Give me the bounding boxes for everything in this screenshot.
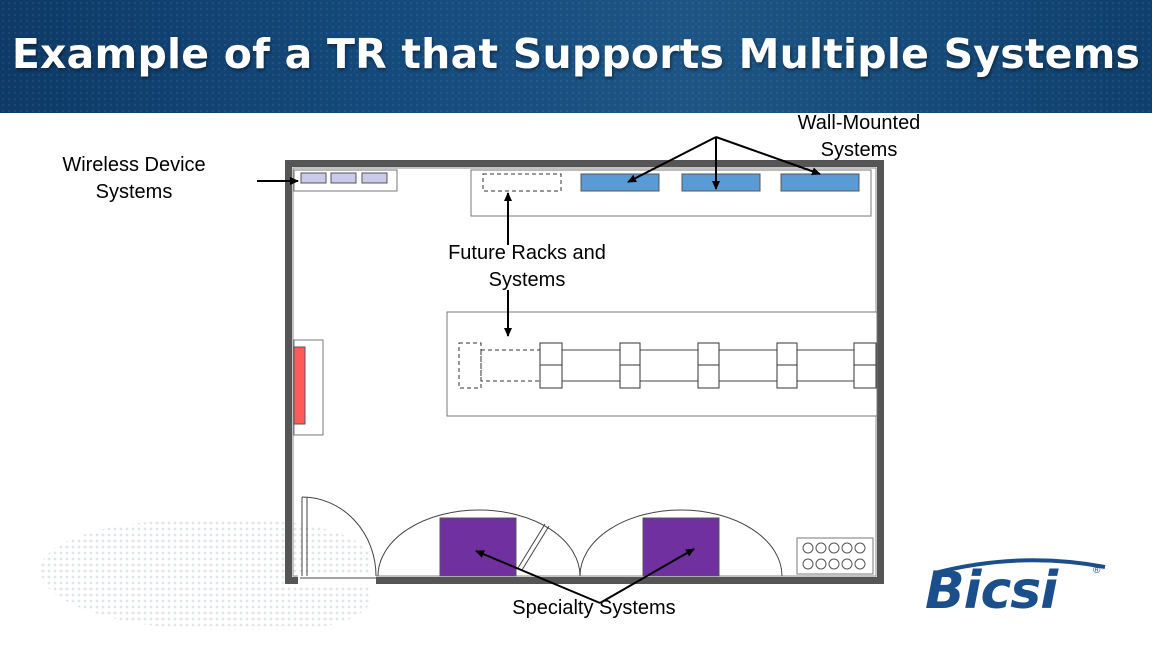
specialty-arrow [475, 550, 601, 604]
wireless-label: Wireless Device Systems [38, 152, 230, 206]
wall-arrow [715, 136, 821, 176]
equipment-rack [619, 342, 641, 389]
wireless-label-line2: Systems [95, 181, 173, 203]
wireless-device [361, 172, 388, 184]
future-racks-label: Future Racks and Systems [417, 240, 637, 294]
wall-mounted-label: Wall-Mounted Systems [769, 110, 949, 164]
wall-label-line1: Wall-Mounted [797, 112, 921, 134]
open-cabinet-door [517, 523, 550, 571]
equipment-rack [539, 342, 563, 389]
world-map-pattern [0, 0, 1152, 113]
logo-swoosh [934, 558, 1106, 575]
slide-title: Example of a TR that Supports Multiple S… [11, 30, 1141, 78]
rack-row-area [446, 311, 878, 417]
logo-registered-mark: ® [1093, 565, 1101, 576]
door-swing [301, 496, 377, 577]
wireless-device [330, 172, 357, 184]
specialty-arrow [599, 548, 695, 604]
future-label-line2: Systems [488, 269, 566, 291]
wall-arrow [627, 136, 717, 183]
equipment-rack [697, 342, 720, 389]
wireless-label-line1: Wireless Device [62, 154, 206, 176]
title-banner [0, 0, 1152, 113]
future-cable-tray [480, 349, 541, 382]
wall-mounted-system [780, 173, 860, 192]
wireless-device [300, 172, 327, 184]
conduit-sleeves [802, 542, 866, 570]
equipment-rack [776, 342, 798, 389]
door-opening [298, 574, 376, 584]
logo-wordmark: Bicsi [925, 561, 1058, 621]
equipment-rack [853, 342, 877, 389]
specialty-system [642, 517, 720, 577]
electrical-panel [293, 346, 306, 425]
bicsi-logo: Bicsi ® [925, 555, 1115, 621]
wall-mounted-system [580, 173, 660, 192]
wall-label-line2: Systems [820, 139, 898, 161]
future-label-line1: Future Racks and [448, 242, 606, 264]
cabinet-door-swing [377, 509, 581, 577]
future-wall-system [482, 173, 562, 192]
specialty-label: Specialty Systems [512, 597, 676, 619]
cable-entrance-box [796, 537, 874, 575]
room-wall [285, 160, 884, 584]
wall-mounted-system [681, 173, 761, 192]
specialty-system [439, 517, 517, 577]
cabinet-door-swing [579, 509, 783, 577]
